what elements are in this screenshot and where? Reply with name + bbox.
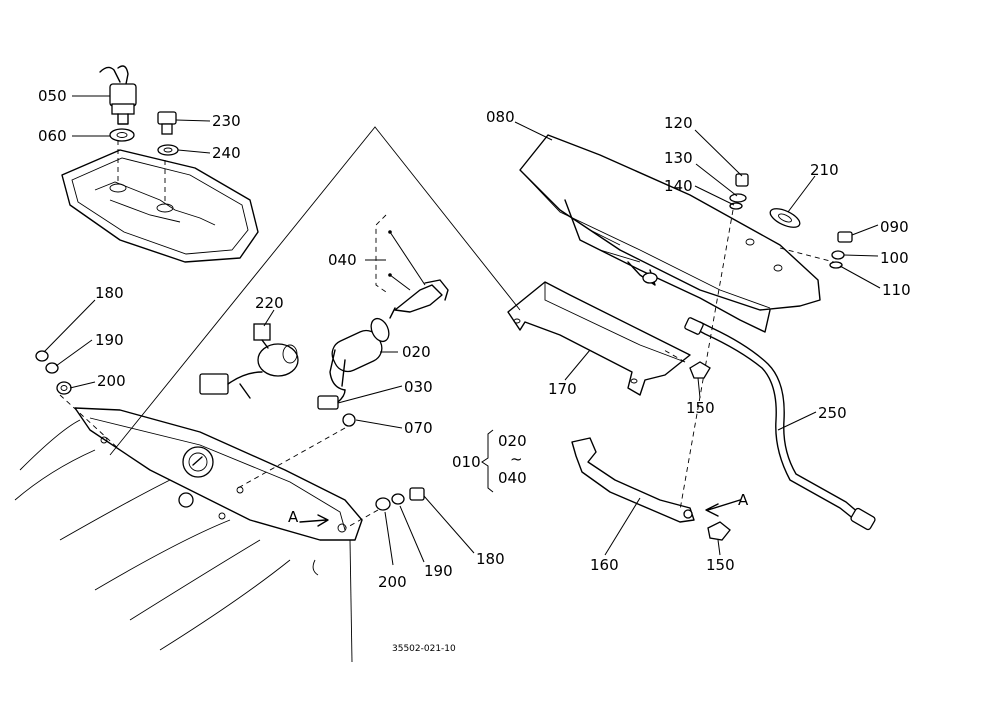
bracket-170 [507, 281, 691, 396]
label-070: 070 [404, 419, 433, 437]
label-130: 130 [664, 149, 693, 167]
hardware-right [345, 487, 425, 529]
label-020: 020 [402, 343, 431, 361]
label-080: 080 [486, 108, 515, 126]
leader-lines [43, 95, 881, 566]
label-030: 030 [404, 378, 433, 396]
label-200-right: 200 [378, 573, 407, 591]
label-160: 160 [590, 556, 619, 574]
label-240: 240 [212, 144, 241, 162]
label-180-left: 180 [95, 284, 124, 302]
label-100: 100 [880, 249, 909, 267]
label-230: 230 [212, 112, 241, 130]
plate-top-left [61, 140, 259, 263]
connector-030 [317, 389, 346, 410]
label-140: 140 [664, 177, 693, 195]
screw-120 [679, 173, 749, 511]
cable-250 [684, 317, 876, 531]
lever-160 [571, 437, 695, 523]
ignition-switch-020 [329, 317, 390, 391]
clip-150-top [663, 349, 711, 379]
label-110: 110 [882, 281, 911, 299]
arrow-a-right [705, 499, 741, 517]
washer-060 [109, 128, 135, 142]
bolt-230 [157, 111, 177, 135]
label-150-top: 150 [686, 399, 715, 417]
switch-220 [199, 323, 299, 399]
label-a-left: A [288, 508, 299, 526]
hardware-left [35, 350, 121, 451]
clip-150-bottom [707, 521, 731, 541]
grommet-210 [769, 208, 801, 228]
view-outline [109, 126, 521, 456]
label-150-bottom: 150 [706, 556, 735, 574]
label-250: 250 [818, 404, 847, 422]
console-080 [519, 134, 821, 333]
label-040-group: 040 [498, 469, 527, 487]
bolt-090 [779, 231, 853, 269]
label-090: 090 [880, 218, 909, 236]
label-020-group: 020 [498, 432, 527, 450]
switch-050 [99, 65, 137, 125]
label-200-left: 200 [97, 372, 126, 390]
label-170: 170 [548, 380, 577, 398]
part-labels: 050 060 230 240 180 190 200 220 040 020 … [38, 87, 911, 654]
label-a-right: A [738, 491, 749, 509]
label-tilde: ~ [510, 450, 523, 468]
drawing-reference: 35502-021-10 [392, 644, 456, 654]
group-bracket-010 [481, 429, 494, 493]
label-050: 050 [38, 87, 67, 105]
washer-240 [157, 144, 179, 156]
label-120: 120 [664, 114, 693, 132]
screw-070 [237, 413, 356, 489]
label-190-right: 190 [424, 562, 453, 580]
label-210: 210 [810, 161, 839, 179]
label-180-right: 180 [476, 550, 505, 568]
key-040 [375, 214, 449, 319]
arrow-a-left [299, 514, 329, 527]
dash-panel [14, 407, 363, 663]
label-040: 040 [328, 251, 357, 269]
label-060: 060 [38, 127, 67, 145]
label-220: 220 [255, 294, 284, 312]
label-190-left: 190 [95, 331, 124, 349]
label-010: 010 [452, 453, 481, 471]
